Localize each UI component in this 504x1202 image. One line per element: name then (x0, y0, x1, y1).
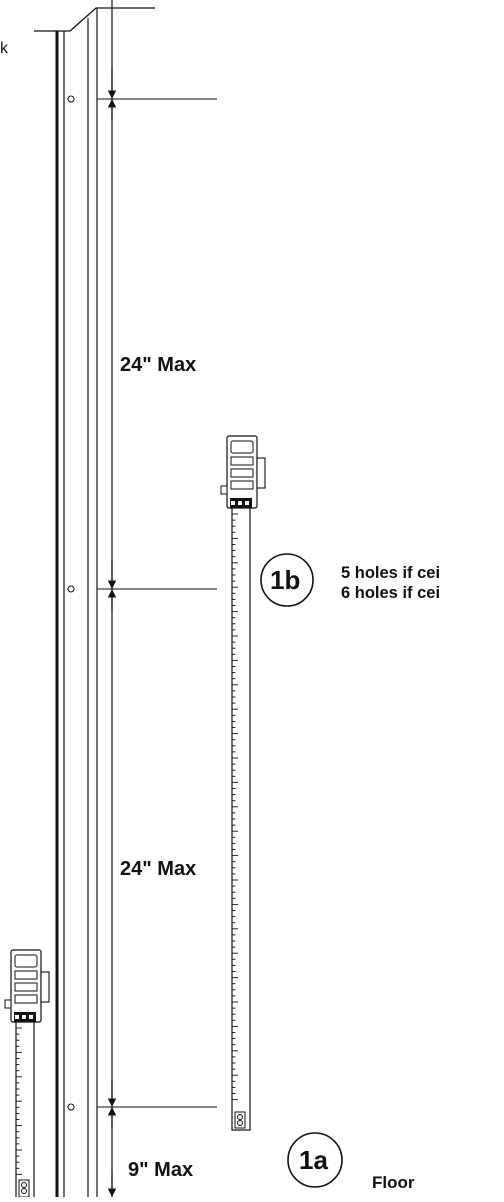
tape-clip (256, 457, 266, 489)
dimension-label-lower: 9" Max (128, 1159, 194, 1181)
floor-label: Floor (372, 1173, 415, 1192)
mounting-holes (67, 95, 75, 1111)
tape-measure-1b (220, 435, 266, 1131)
tape-clip (40, 971, 50, 1003)
step-1a-circle (287, 1132, 343, 1188)
dimension-label-middle: 24" Max (120, 858, 197, 880)
reference-lines (97, 98, 217, 1108)
jamb-lines (55, 8, 98, 1197)
left-edge-fragment: k (0, 40, 8, 57)
dimension-label-upper: 24" Max (120, 354, 197, 376)
step-1a-label: 1a (299, 1145, 328, 1175)
step-callouts (260, 553, 343, 1188)
tape-blade (15, 1021, 35, 1202)
step-1b-label: 1b (270, 565, 301, 595)
tape-measure-1a (4, 949, 50, 1202)
hole-2 (67, 585, 75, 593)
hole-note-line-1: 5 holes if cei (341, 564, 441, 582)
hole-1 (67, 95, 75, 103)
step-1b-circle (260, 553, 314, 607)
ceiling-trim (34, 7, 155, 32)
hole-3 (67, 1103, 75, 1111)
hole-note-line-2: 6 holes if cei (341, 584, 441, 602)
